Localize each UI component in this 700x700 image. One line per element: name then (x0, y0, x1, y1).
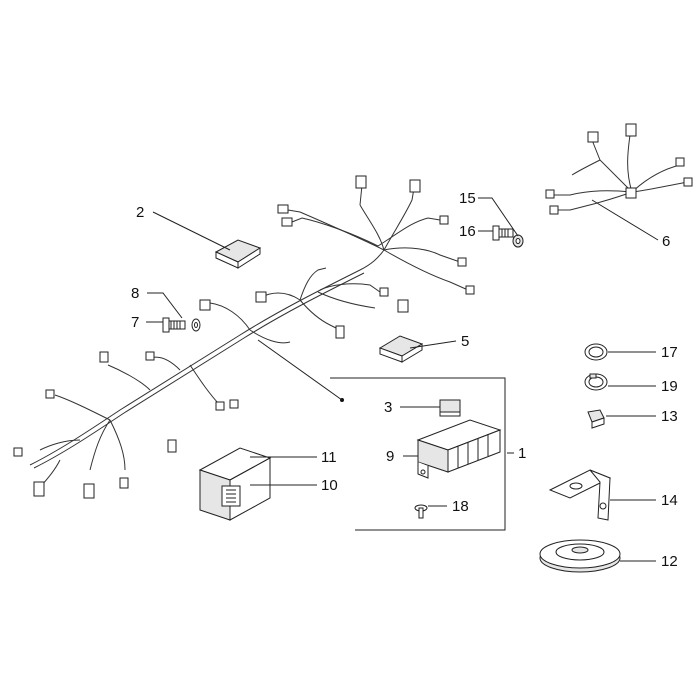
main-wiring-harness (29, 184, 469, 486)
part-2-clip (214, 239, 262, 269)
part-19-cable-tie (584, 373, 608, 391)
part-10-11-control-unit (198, 447, 272, 521)
callout-11: 11 (321, 449, 337, 466)
part-18-screw (414, 504, 428, 519)
callout-1: 1 (518, 445, 526, 462)
callout-9: 9 (386, 448, 394, 465)
leader-lines (146, 197, 659, 562)
harness-connectors (13, 175, 475, 499)
callout-5: 5 (461, 333, 469, 350)
callout-12: 12 (661, 553, 678, 570)
callout-6: 6 (662, 233, 670, 250)
callout-18: 18 (452, 498, 469, 515)
callout-7: 7 (131, 314, 139, 331)
callout-2: 2 (136, 204, 144, 221)
part-3-fuse (439, 399, 461, 417)
callout-19: 19 (661, 378, 678, 395)
part-15-nut (512, 234, 524, 248)
callout-17: 17 (661, 344, 678, 361)
callout-15: 15 (459, 190, 476, 207)
part-7-screw (162, 317, 186, 333)
fuse-box-frame (257, 339, 506, 531)
part-12-rubber-mount (539, 539, 621, 573)
part-13-clip (587, 409, 605, 429)
callout-16: 16 (459, 223, 476, 240)
callout-3: 3 (384, 399, 392, 416)
part-16-bolt (492, 225, 514, 241)
callout-10: 10 (321, 477, 338, 494)
callout-14: 14 (661, 492, 678, 509)
secondary-wiring-harness (545, 123, 693, 215)
part-8-washer (191, 318, 201, 332)
part-9-fuse-holder (416, 419, 502, 479)
callout-labels: 2 8 7 15 16 6 5 3 9 1 11 10 18 17 19 13 … (131, 190, 678, 570)
callout-8: 8 (131, 285, 139, 302)
callout-13: 13 (661, 408, 678, 425)
part-14-bracket (548, 469, 612, 521)
part-17-cable-tie (584, 343, 608, 361)
part-5-clip (378, 335, 424, 363)
